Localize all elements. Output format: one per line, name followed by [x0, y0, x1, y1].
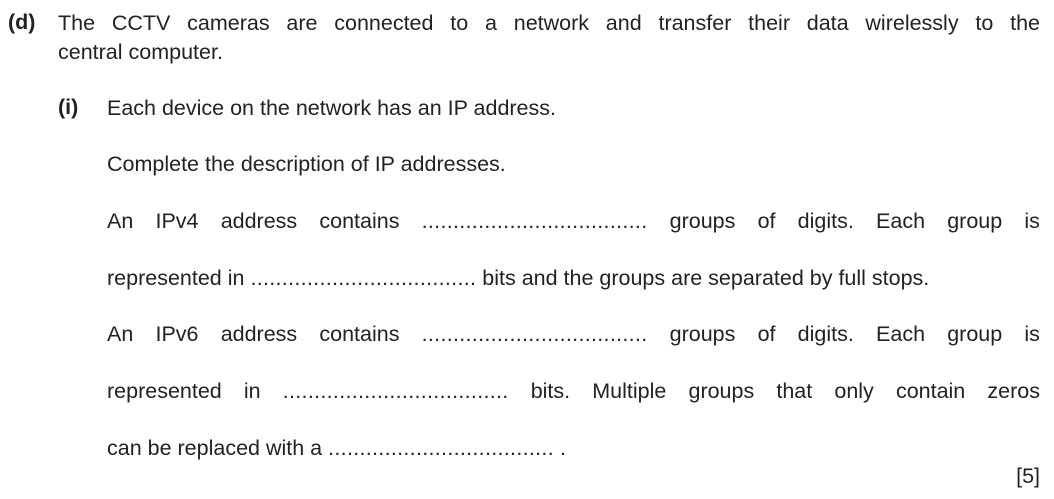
sentence-fragment: represented in	[107, 266, 245, 290]
answer-blank-ipv6-groups[interactable]: ....................................	[421, 322, 648, 346]
word: contains	[319, 209, 400, 233]
word: groups	[688, 379, 755, 403]
word: bits.	[530, 379, 571, 403]
question-text-line-2: central computer.	[58, 40, 223, 64]
ipv4-sentence-line-1: An IPv4 address contains ...............…	[107, 208, 1040, 234]
word: address	[220, 209, 298, 233]
question-text-line-1: The CCTV cameras are connected to a netw…	[58, 11, 1040, 35]
word: is	[1024, 322, 1040, 346]
sentence-fragment: can be replaced with a	[107, 436, 323, 460]
word: group	[947, 209, 1003, 233]
ipv6-sentence-line-2: represented in .........................…	[107, 378, 1040, 404]
word: IPv6	[155, 322, 199, 346]
ipv6-sentence-line-1: An IPv6 address contains ...............…	[107, 321, 1040, 347]
word: groups	[669, 209, 736, 233]
sentence-end: .	[559, 436, 566, 460]
word: address	[220, 322, 298, 346]
question-part-label-i: (i)	[58, 95, 79, 119]
question-part-label-d: (d)	[8, 10, 36, 34]
word: represented	[107, 379, 222, 403]
word: zeros	[987, 379, 1040, 403]
word: IPv4	[155, 209, 199, 233]
word: only	[834, 379, 874, 403]
ipv6-sentence-line-3: can be replaced with a .................…	[107, 435, 566, 461]
answer-blank-ipv4-bits[interactable]: ....................................	[250, 266, 477, 290]
word: that	[776, 379, 813, 403]
ipv4-sentence-line-2: represented in .........................…	[107, 265, 929, 291]
word: groups	[669, 322, 736, 346]
sentence-fragment: bits and the groups are separated by ful…	[482, 266, 930, 290]
word: of	[757, 209, 776, 233]
marks-allocation: [5]	[1016, 464, 1040, 488]
word: of	[757, 322, 776, 346]
word: digits.	[797, 209, 854, 233]
answer-blank-ipv6-replacement[interactable]: ....................................	[328, 436, 554, 460]
word: group	[947, 322, 1003, 346]
word: An	[107, 209, 134, 233]
word: Each	[876, 209, 926, 233]
word: in	[243, 379, 261, 403]
answer-blank-ipv4-groups[interactable]: ....................................	[421, 209, 648, 233]
question-intro: Each device on the network has an IP add…	[107, 96, 556, 120]
word: Multiple	[592, 379, 667, 403]
word: contain	[895, 379, 966, 403]
word: An	[107, 322, 134, 346]
word: contains	[319, 322, 400, 346]
word: digits.	[797, 322, 854, 346]
word: Each	[876, 322, 926, 346]
answer-blank-ipv6-bits[interactable]: ....................................	[282, 379, 509, 403]
question-instruction: Complete the description of IP addresses…	[107, 152, 506, 176]
word: is	[1024, 209, 1040, 233]
